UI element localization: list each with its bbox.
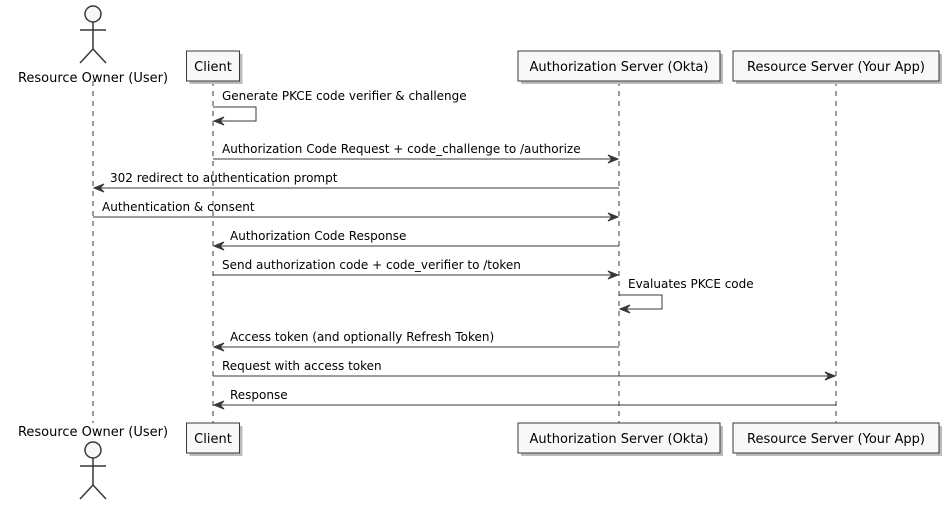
arrow-head xyxy=(607,212,620,222)
arrow-head xyxy=(92,183,105,193)
message-send-authorization-code-code-verifier-to-token: Send authorization code + code_verifier … xyxy=(213,258,620,280)
participant-box-auth-bottom: Authorization Server (Okta) xyxy=(517,422,723,456)
actor-figure-top-owner xyxy=(79,5,107,64)
message-label: Authorization Code Response xyxy=(230,229,406,243)
arrow-head xyxy=(212,342,225,352)
arrow-head xyxy=(212,116,225,126)
arrow-head xyxy=(824,371,837,381)
actor-left-leg xyxy=(79,484,94,500)
box-frame xyxy=(186,422,240,454)
participant-heads: Resource Owner (User) Resource Owner (Use… xyxy=(18,5,942,500)
box-frame xyxy=(732,50,940,82)
actor-right-leg xyxy=(92,48,107,64)
message-access-token-and-optionally-refresh-token: Access token (and optionally Refresh Tok… xyxy=(212,330,619,352)
box-frame xyxy=(186,50,240,82)
box-frame xyxy=(517,50,721,82)
self-message-line xyxy=(213,106,257,122)
participant-label: Resource Server (Your App) xyxy=(747,60,925,75)
actor-figure-bottom-owner xyxy=(79,441,107,500)
message-evaluates-pkce-code: Evaluates PKCE code xyxy=(618,277,754,314)
message-generate-pkce-code-verifier-challenge: Generate PKCE code verifier & challenge xyxy=(212,89,467,126)
participant-box-client-bottom: Client xyxy=(186,422,243,456)
arrow-head xyxy=(618,304,631,314)
arrow-head xyxy=(212,400,225,410)
message-label: Evaluates PKCE code xyxy=(628,277,754,291)
arrow-head xyxy=(607,270,620,280)
box-frame xyxy=(517,422,721,454)
participant-box-auth-top: Authorization Server (Okta) xyxy=(517,50,723,84)
self-message-line xyxy=(619,294,663,310)
box-frame xyxy=(732,422,940,454)
participant-label: Client xyxy=(194,60,232,75)
message-label: Authorization Code Request + code_challe… xyxy=(222,142,581,156)
actor-head xyxy=(84,441,102,459)
message-label: Request with access token xyxy=(222,359,382,373)
actor-head xyxy=(84,5,102,23)
participant-label: Resource Server (Your App) xyxy=(747,432,925,447)
participant-label: Authorization Server (Okta) xyxy=(530,432,709,447)
message-authorization-code-response: Authorization Code Response xyxy=(212,229,619,251)
actor-right-leg xyxy=(92,484,107,500)
participant-box-resource-bottom: Resource Server (Your App) xyxy=(732,422,942,456)
message-label: Send authorization code + code_verifier … xyxy=(222,258,521,272)
participant-label: Authorization Server (Okta) xyxy=(530,60,709,75)
actor-left-leg xyxy=(79,48,94,64)
message-response: Response xyxy=(212,388,836,410)
message-authorization-code-request-code-challenge-to-authorize: Authorization Code Request + code_challe… xyxy=(213,142,620,164)
messages: Generate PKCE code verifier & challengeA… xyxy=(92,89,837,410)
message-302-redirect-to-authentication-prompt: 302 redirect to authentication prompt xyxy=(92,171,619,193)
actor-label-bottom: Resource Owner (User) xyxy=(18,425,168,440)
message-label: Response xyxy=(230,388,288,402)
message-label: 302 redirect to authentication prompt xyxy=(110,171,338,185)
participant-box-resource-top: Resource Server (Your App) xyxy=(732,50,942,84)
participant-box-client-top: Client xyxy=(186,50,243,84)
message-authentication-consent: Authentication & consent xyxy=(93,200,620,222)
arrow-head xyxy=(212,241,225,251)
message-request-with-access-token: Request with access token xyxy=(213,359,837,381)
message-label: Access token (and optionally Refresh Tok… xyxy=(230,330,494,344)
message-label: Authentication & consent xyxy=(102,200,255,214)
participant-label: Client xyxy=(194,432,232,447)
arrow-head xyxy=(607,154,620,164)
lifelines xyxy=(92,81,837,423)
actor-label-top: Resource Owner (User) xyxy=(18,71,168,86)
message-label: Generate PKCE code verifier & challenge xyxy=(222,89,467,103)
